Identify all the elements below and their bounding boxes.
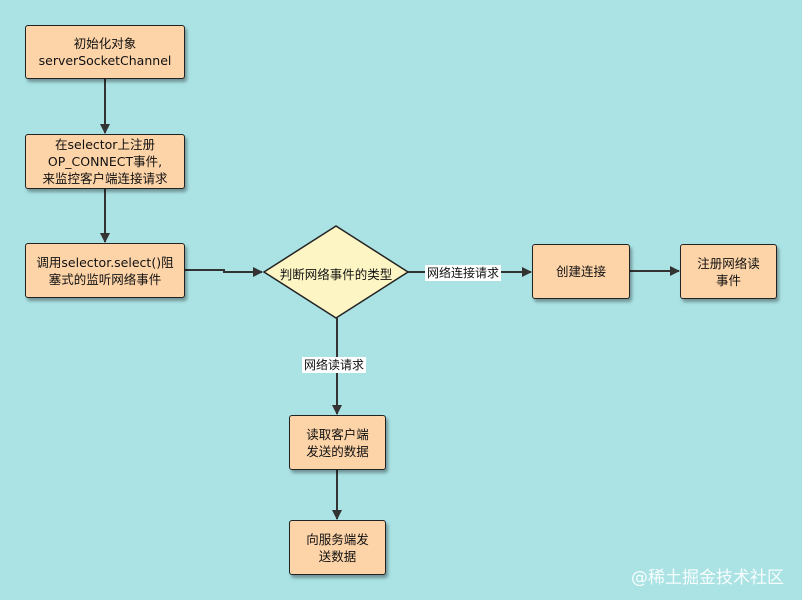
edge-label-connect-request: 网络连接请求 (425, 265, 502, 281)
node-init-label: 初始化对象 serverSocketChannel (38, 36, 172, 68)
node-read-client-label: 读取客户端 发送的数据 (306, 426, 369, 459)
node-register-read-event: 注册网络读 事件 (680, 244, 777, 299)
node-selector-select-blocking: 调用selector.select()阻 塞式的监听网络事件 (25, 243, 185, 298)
node-read-client-data: 读取客户端 发送的数据 (289, 415, 386, 470)
node-register-read-label: 注册网络读 事件 (697, 255, 760, 288)
node-register-connect-label: 在selector上注册 OP_CONNECT事件, 来监控客户端连接请求 (42, 137, 168, 186)
edge-label-read-request: 网络读请求 (302, 357, 367, 373)
decision-label: 判断网络事件的类型 (279, 267, 393, 282)
node-create-conn-label: 创建连接 (555, 264, 606, 279)
node-send-server-label: 向服务端发 送数据 (306, 531, 369, 564)
node-init-server-socket-channel: 初始化对象 serverSocketChannel (25, 25, 185, 79)
node-send-to-server: 向服务端发 送数据 (289, 520, 386, 575)
decision-diamond (262, 225, 410, 319)
watermark: @稀土掘金技术社区 (631, 568, 784, 588)
node-select-block-label: 调用selector.select()阻 塞式的监听网络事件 (36, 254, 174, 287)
node-create-connection: 创建连接 (532, 244, 630, 299)
edge-select-to-judge (185, 267, 263, 277)
node-register-op-connect: 在selector上注册 OP_CONNECT事件, 来监控客户端连接请求 (25, 134, 185, 189)
